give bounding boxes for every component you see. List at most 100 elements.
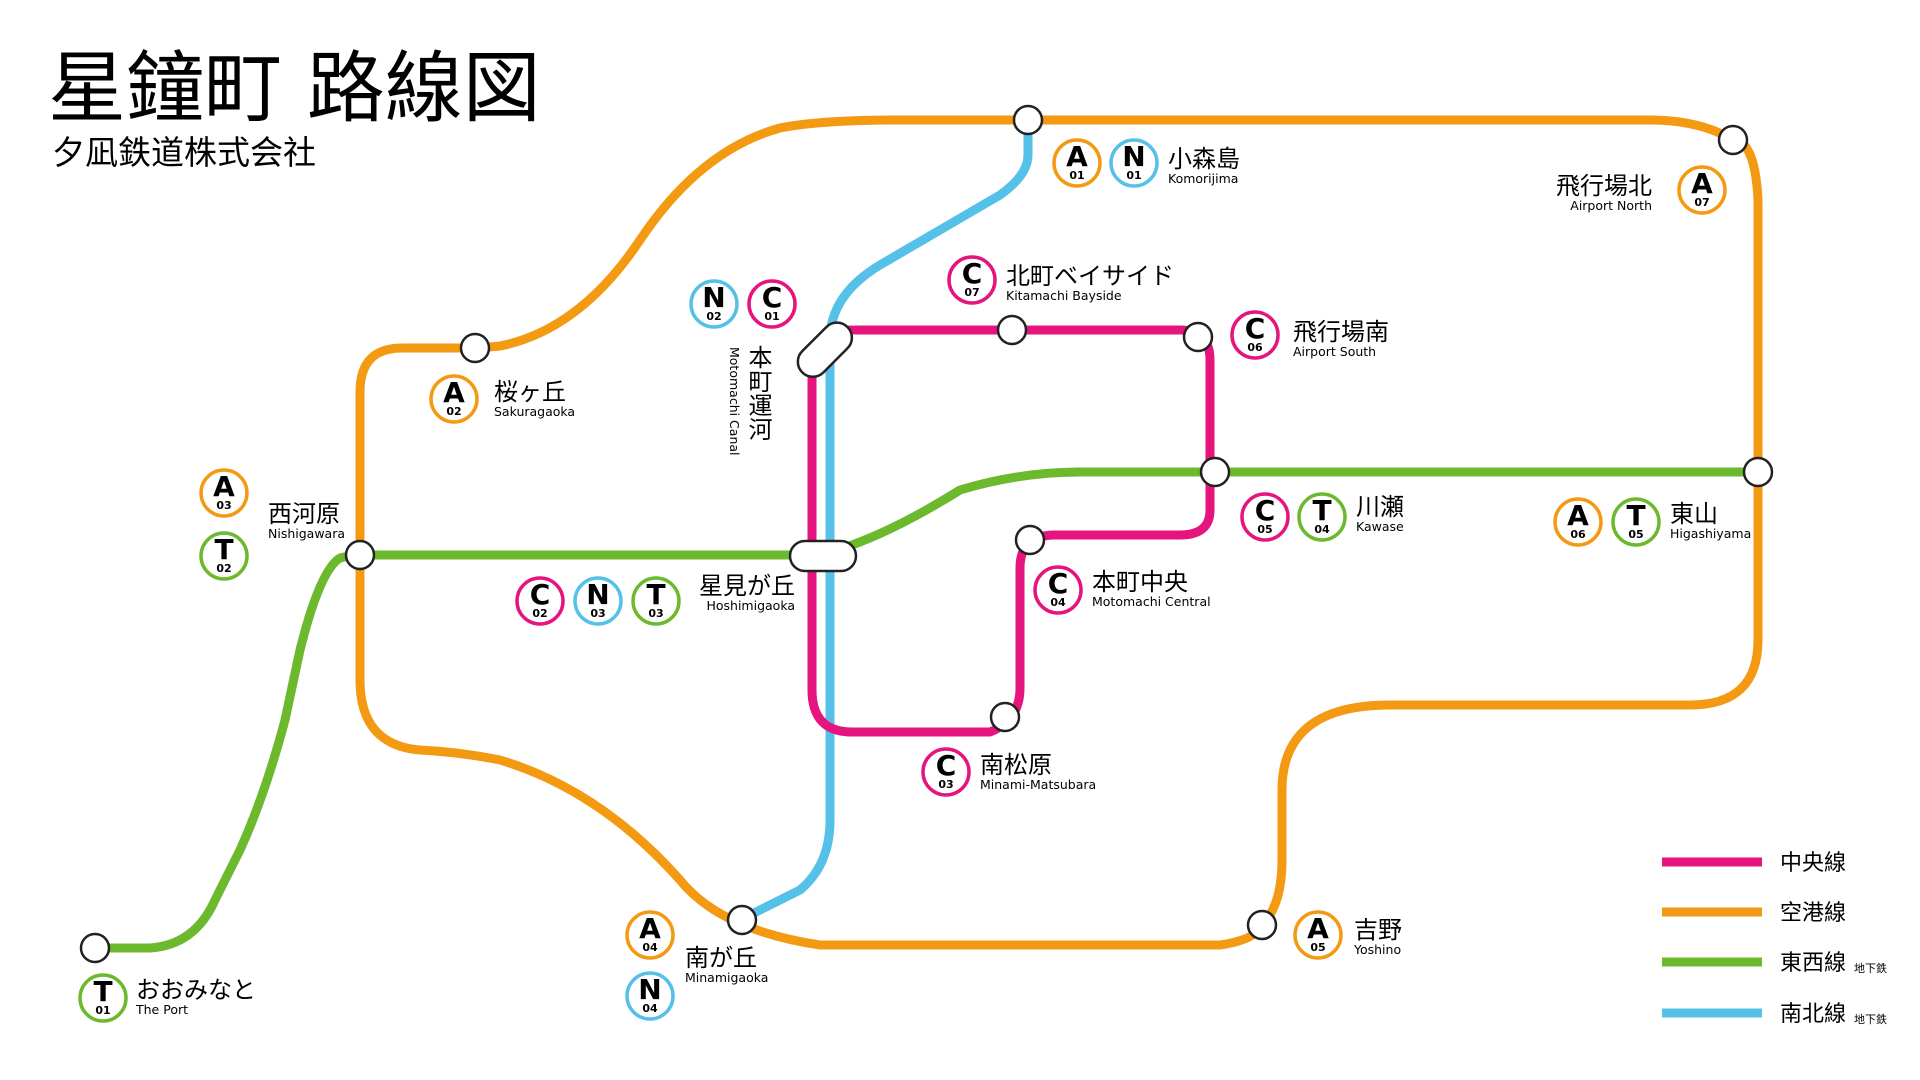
station-name-en: Minami-Matsubara xyxy=(980,777,1096,792)
station-the-port[interactable]: T01 おおみなと The Port xyxy=(78,973,256,1023)
badge-letter: A xyxy=(443,376,465,409)
node-airport-north xyxy=(1717,124,1749,156)
station-name-ja: 西河原 xyxy=(268,500,340,528)
badge-number: 02 xyxy=(446,405,461,418)
station-name-en: Sakuragaoka xyxy=(494,404,575,419)
badge-letter: N xyxy=(1122,140,1145,173)
line-badge-n04: N04 xyxy=(625,971,675,1021)
line-airport-main xyxy=(355,115,1763,950)
badge-number: 03 xyxy=(648,607,663,620)
station-name-ja: 飛行場北 xyxy=(1556,172,1652,200)
node-the-port xyxy=(79,932,111,964)
badge-ring xyxy=(199,468,249,518)
badge-ring xyxy=(1033,565,1083,615)
station-name-ja: 吉野 xyxy=(1354,916,1402,944)
badge-number: 01 xyxy=(764,310,779,323)
station-name-en: Kitamachi Bayside xyxy=(1006,288,1122,303)
station-name-ja: 桜ヶ丘 xyxy=(494,378,566,406)
node-nishigawara xyxy=(344,539,376,571)
station-motomachi-central[interactable]: C04 本町中央 Motomachi Central xyxy=(1033,565,1211,615)
station-airport-north[interactable]: A07 飛行場北 Airport North xyxy=(1556,165,1727,215)
badge-number: 03 xyxy=(216,499,231,512)
station-name-ja: 飛行場南 xyxy=(1293,318,1389,346)
station-name-ja: 本町運河 xyxy=(744,345,772,441)
station-kitamachi-bayside[interactable]: C07 北町ベイサイド Kitamachi Bayside xyxy=(947,255,1174,305)
station-yoshino[interactable]: A05 吉野 Yoshino xyxy=(1293,910,1402,960)
station-name-ja: 本町中央 xyxy=(1092,568,1188,596)
badge-ring xyxy=(1611,497,1661,547)
line-badge-n03: N03 xyxy=(573,576,623,626)
station-name-en: Yoshino xyxy=(1353,942,1401,957)
node-komorijima xyxy=(1012,104,1044,136)
badge-letter: T xyxy=(93,975,112,1008)
badge-number: 01 xyxy=(1069,169,1084,182)
station-airport-south[interactable]: C06 飛行場南 Airport South xyxy=(1230,310,1389,360)
station-name-en: Higashiyama xyxy=(1670,526,1751,541)
map-subtitle: 夕凪鉄道株式会社 xyxy=(52,133,316,172)
badge-number: 04 xyxy=(642,941,658,954)
badge-number: 06 xyxy=(1247,341,1263,354)
badge-ring xyxy=(1553,497,1603,547)
badge-letter: A xyxy=(639,912,661,945)
node-airport-south xyxy=(1182,321,1214,353)
badge-ring xyxy=(1293,910,1343,960)
badge-number: 07 xyxy=(964,286,979,299)
station-sakuragaoka[interactable]: A02 桜ヶ丘 Sakuragaoka xyxy=(429,374,575,424)
badge-number: 02 xyxy=(216,562,231,575)
legend-label-airport: 空港線 xyxy=(1780,901,1846,926)
badge-letter: C xyxy=(762,281,783,314)
line-east-west xyxy=(90,467,1763,953)
line-badge-t05: T05 xyxy=(1611,497,1661,547)
badge-ring xyxy=(1109,138,1159,188)
badge-ring xyxy=(1052,138,1102,188)
badge-letter: C xyxy=(936,749,957,782)
badge-number: 03 xyxy=(938,778,953,791)
station-name-en: Motomachi Central xyxy=(1092,594,1211,609)
badge-letter: A xyxy=(1307,912,1329,945)
node-kawase xyxy=(1199,456,1231,488)
badge-number: 01 xyxy=(1126,169,1141,182)
badge-number: 05 xyxy=(1628,528,1643,541)
station-name-ja: 川瀬 xyxy=(1356,493,1404,521)
station-minami-matsubara[interactable]: C03 南松原 Minami-Matsubara xyxy=(921,747,1096,797)
badge-ring xyxy=(1240,492,1290,542)
node-minamigaoka xyxy=(726,904,758,936)
badge-ring xyxy=(747,279,797,329)
badge-letter: C xyxy=(1245,312,1266,345)
station-name-en: Motomachi Canal xyxy=(727,347,742,456)
badge-letter: C xyxy=(962,257,983,290)
node-kitamachi-bayside xyxy=(996,314,1028,346)
badge-number: 02 xyxy=(532,607,547,620)
station-name-ja: 小森島 xyxy=(1168,145,1240,173)
node-yoshino xyxy=(1246,909,1278,941)
line-badge-a02: A02 xyxy=(429,374,479,424)
station-name-ja: 北町ベイサイド xyxy=(1006,262,1174,290)
station-name-ja: 星見が丘 xyxy=(699,572,795,600)
badge-letter: N xyxy=(586,578,609,611)
badge-ring xyxy=(689,279,739,329)
badge-letter: T xyxy=(1312,494,1331,527)
line-badge-t02: T02 xyxy=(199,531,249,581)
line-badge-c04: C04 xyxy=(1033,565,1083,615)
line-badge-a04: A04 xyxy=(625,910,675,960)
badge-ring xyxy=(515,576,565,626)
legend: 中央線 空港線 東西線 地下鉄 南北線 地下鉄 xyxy=(1662,851,1887,1027)
badge-letter: T xyxy=(646,578,665,611)
badge-letter: A xyxy=(213,470,235,503)
badge-ring xyxy=(625,910,675,960)
badge-ring xyxy=(947,255,997,305)
badge-letter: N xyxy=(638,973,661,1006)
station-nodes xyxy=(79,104,1774,964)
line-badge-c03: C03 xyxy=(921,747,971,797)
line-badge-t01: T01 xyxy=(78,973,128,1023)
badge-number: 05 xyxy=(1310,941,1325,954)
legend-label-east-west: 東西線 xyxy=(1780,951,1846,976)
badge-letter: C xyxy=(1255,494,1276,527)
